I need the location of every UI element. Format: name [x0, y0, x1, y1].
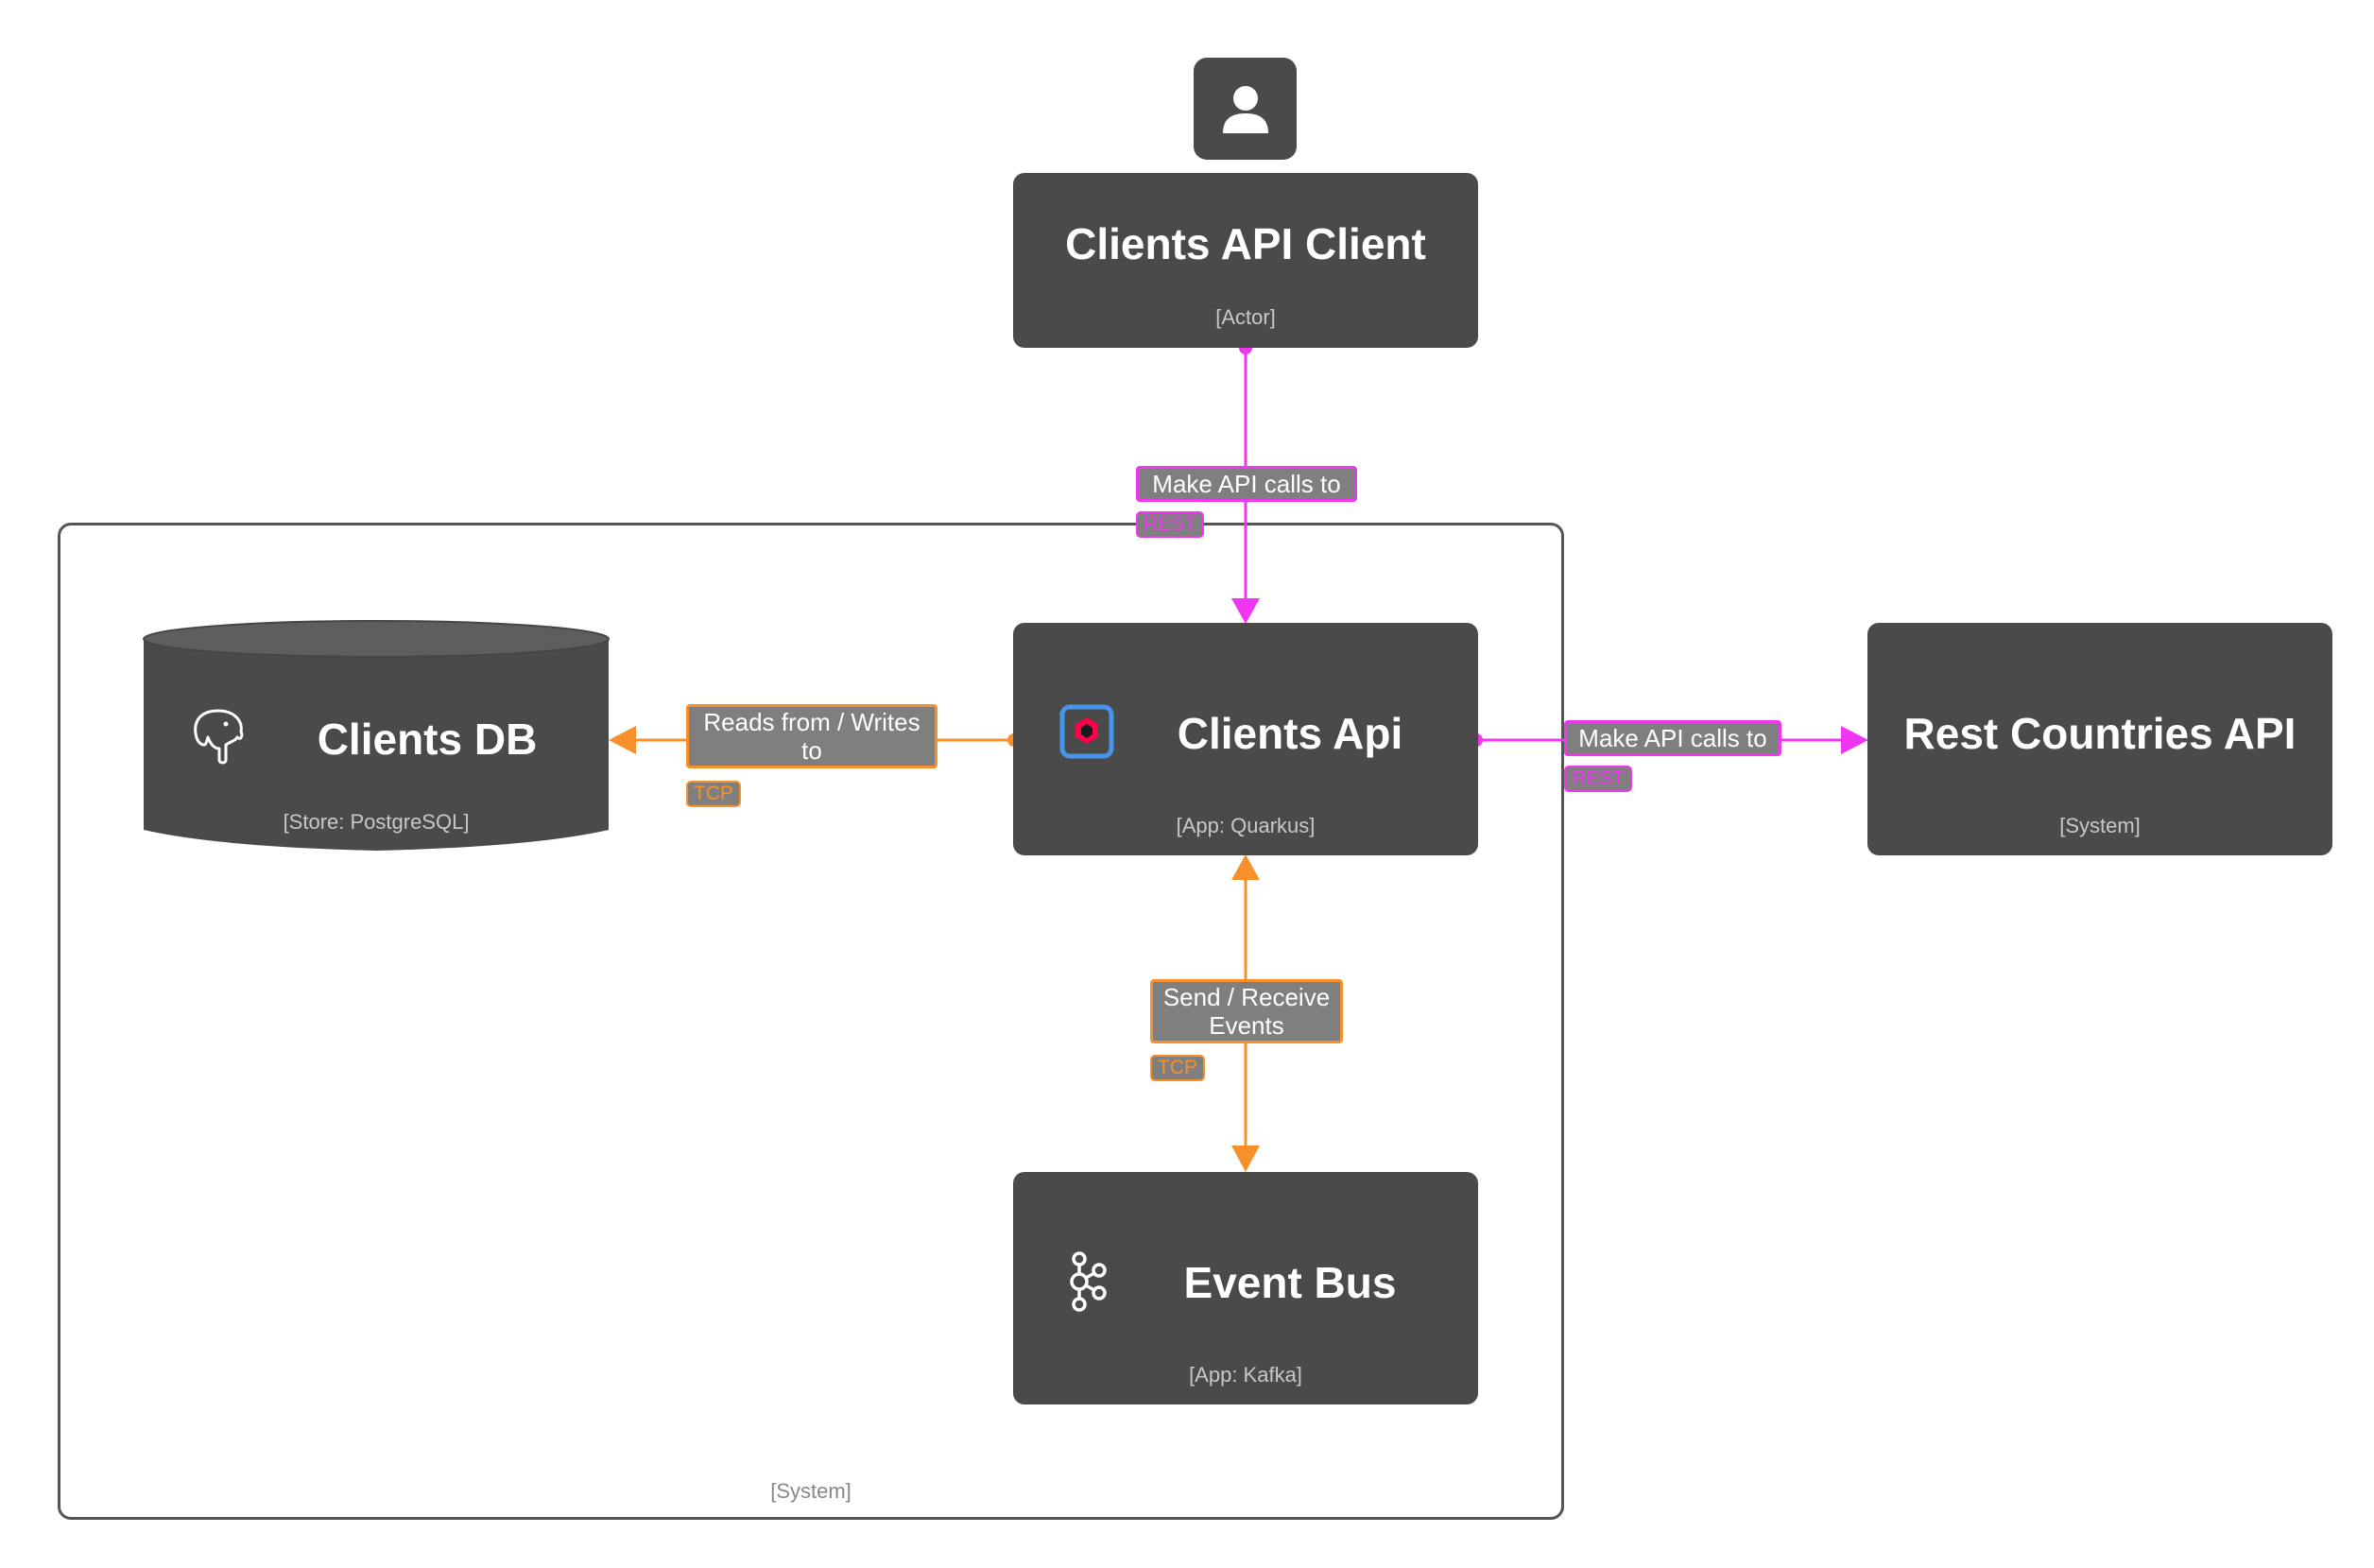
clients-api-client-title: Clients API Client [1065, 219, 1426, 268]
edge-api-to-db-label-line1: Reads from / Writes [703, 708, 920, 736]
clients-api-title: Clients Api [1177, 709, 1403, 758]
rest-countries-api-title: Rest Countries API [1903, 709, 2297, 758]
clients-db-type: [Store: PostgreSQL] [283, 810, 470, 834]
clients-api-type: [App: Quarkus] [1176, 814, 1316, 837]
clients-api-client-type: [Actor] [1215, 305, 1276, 329]
clients-api-node[interactable]: Clients Api [App: Quarkus] [1013, 623, 1478, 855]
edge-client-to-api-tech: REST [1136, 511, 1205, 538]
edge-api-to-bus-label-line1: Send / Receive [1162, 983, 1331, 1011]
event-bus-type: [App: Kafka] [1189, 1363, 1302, 1387]
edge-api-to-bus-label-line2: Events [1209, 1011, 1284, 1040]
clients-api-client-node[interactable]: Clients API Client [Actor] [1013, 173, 1478, 348]
edge-api-to-db-tech: TCP [686, 781, 741, 807]
actor-badge [1194, 58, 1297, 160]
edge-client-to-api-label: Make API calls to [1136, 466, 1357, 502]
system-boundary: [System] [58, 523, 1564, 1520]
event-bus-title: Event Bus [1183, 1258, 1397, 1307]
kafka-icon [1070, 1251, 1107, 1312]
rest-countries-api-type: [System] [2059, 814, 2141, 837]
edge-api-to-bus-label: Send / Receive Events [1150, 979, 1343, 1043]
edge-api-to-bus-tech: TCP [1150, 1055, 1205, 1081]
system-boundary-type: [System] [770, 1479, 852, 1503]
edge-api-to-countries-tech: REST [1564, 766, 1633, 792]
clients-db-title: Clients DB [317, 715, 538, 764]
postgresql-elephant-icon [194, 709, 244, 765]
rest-countries-api-node[interactable]: Rest Countries API [System] [1867, 623, 2332, 855]
edge-api-to-db-label-line2: to [801, 736, 822, 765]
event-bus-node[interactable]: Event Bus [App: Kafka] [1013, 1172, 1478, 1404]
quarkus-icon [1059, 704, 1114, 759]
clients-db-node[interactable] [143, 620, 610, 853]
person-icon [1223, 86, 1268, 133]
edge-api-to-db-label: Reads from / Writes to [686, 704, 938, 768]
edge-api-to-countries-label: Make API calls to [1564, 720, 1781, 756]
